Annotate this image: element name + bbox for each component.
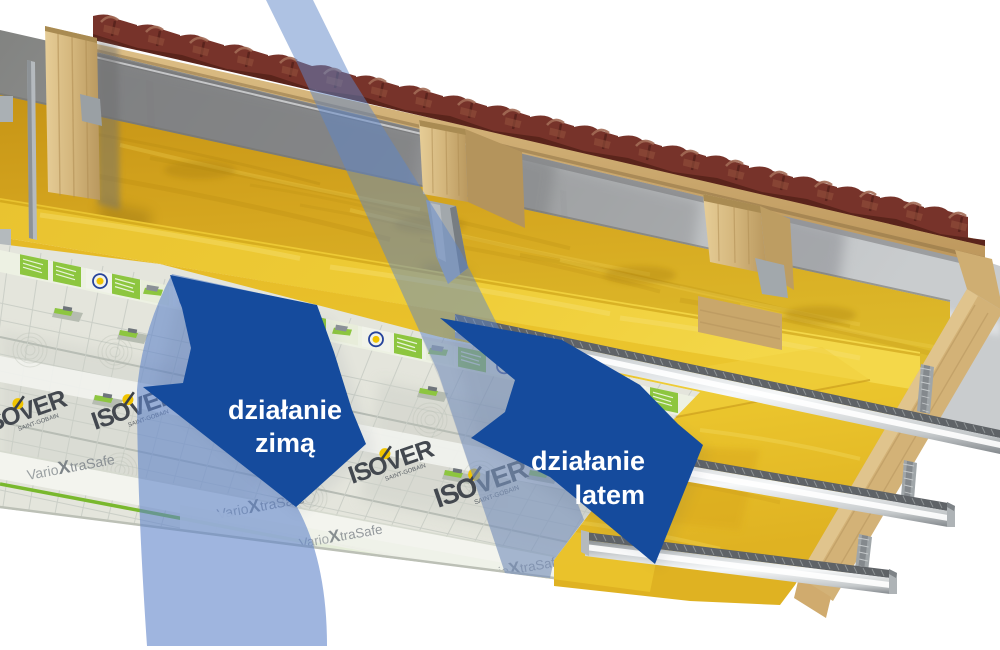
svg-text:działanie: działanie <box>228 395 342 425</box>
svg-text:zimą: zimą <box>255 428 316 458</box>
svg-text:latem: latem <box>574 480 645 510</box>
svg-text:działanie: działanie <box>531 446 645 476</box>
